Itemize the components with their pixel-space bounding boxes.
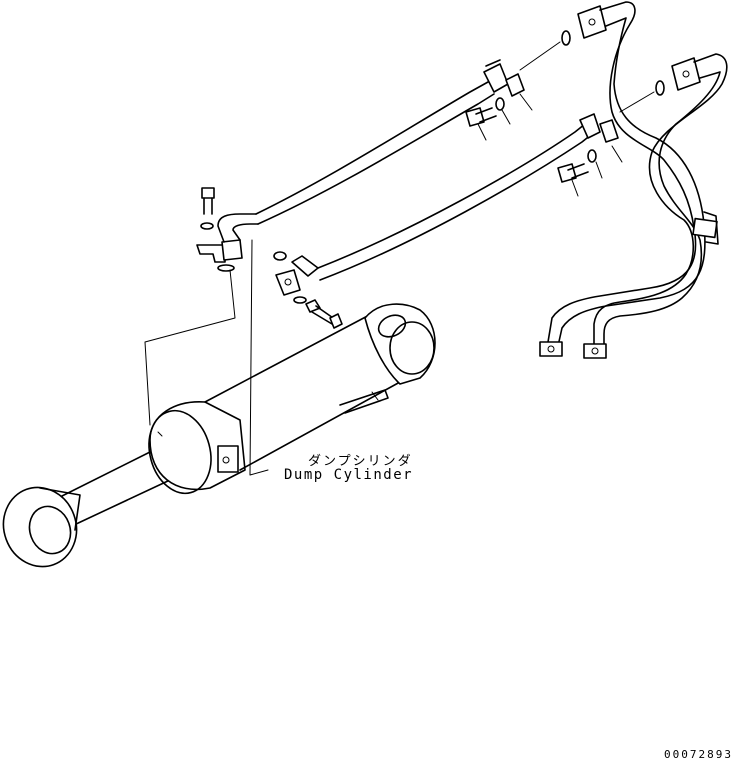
left-fitting-group: [196, 187, 259, 272]
dump-cylinder: [2, 303, 436, 568]
drawing-number: 00072893: [664, 748, 733, 761]
lower-hose: [317, 113, 619, 281]
part-name-japanese: ダンプシリンダ: [308, 454, 413, 469]
middle-fitting-group: [273, 251, 343, 329]
upper-bolt-group-1: [465, 30, 571, 141]
upper-bolt-group-2: [557, 80, 665, 197]
steel-tube-assembly: [539, 1, 728, 359]
upper-hose: [255, 59, 525, 225]
part-name-english: Dump Cylinder: [284, 467, 414, 483]
callout-frame: [144, 239, 269, 476]
